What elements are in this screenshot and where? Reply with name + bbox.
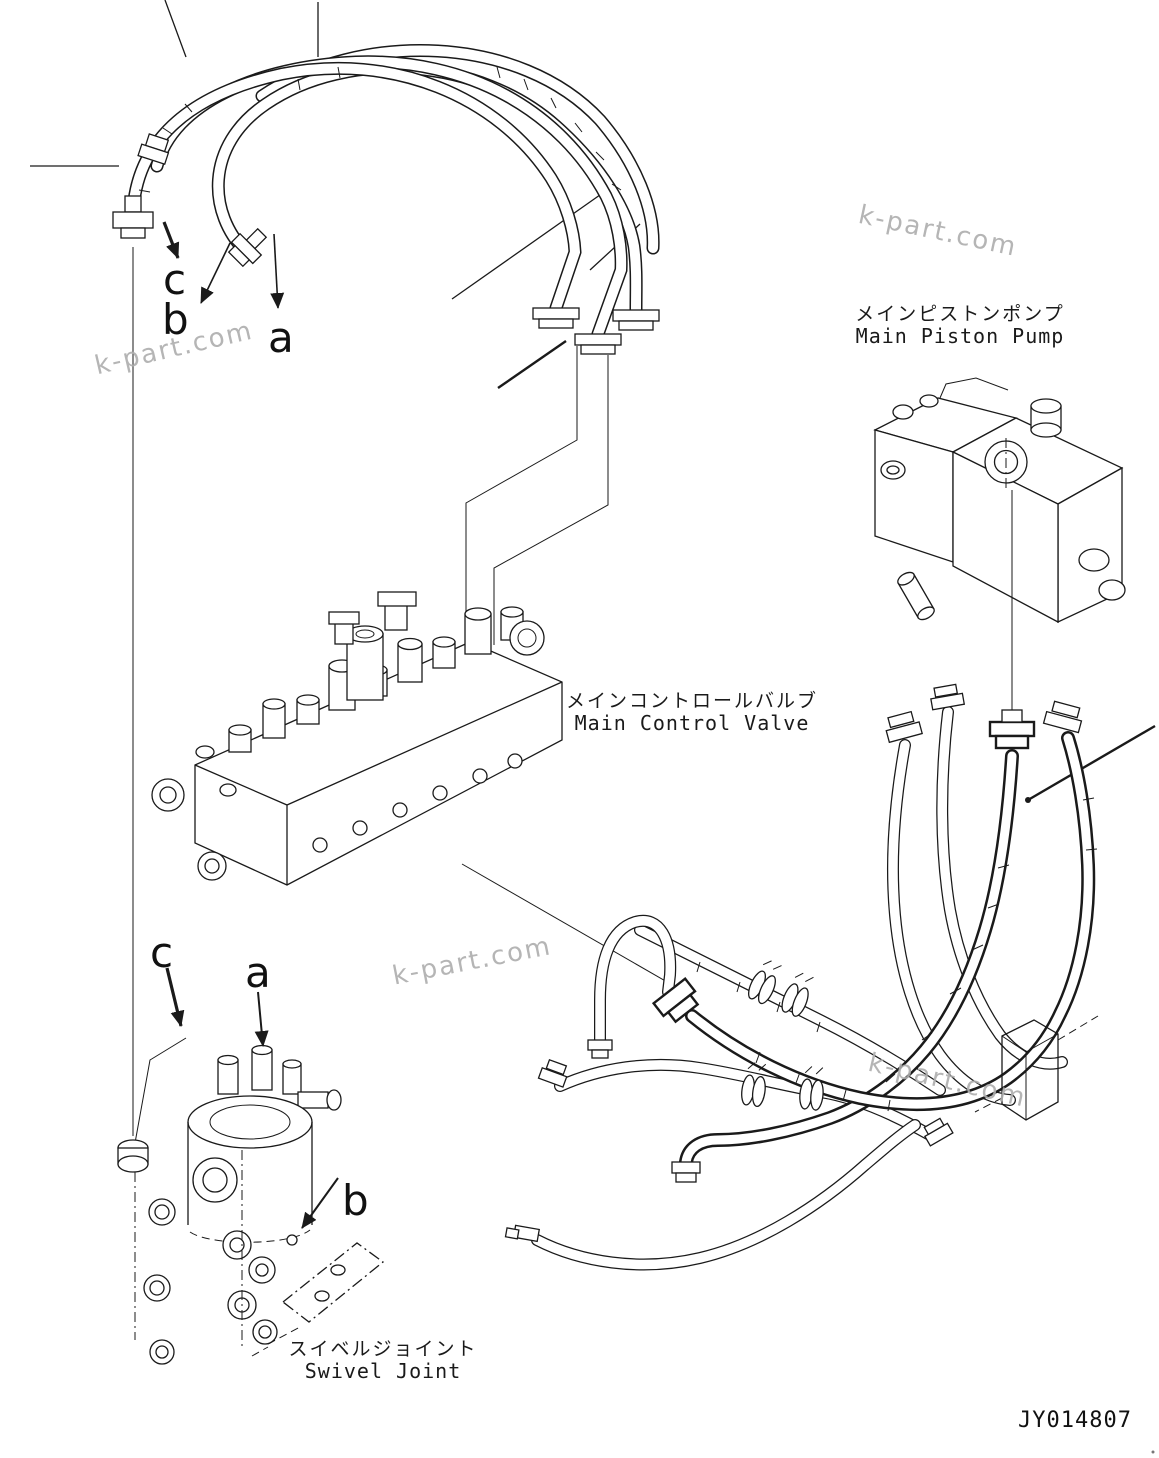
callout-bottom-b: b <box>342 1176 369 1225</box>
callout-top-a: a <box>268 313 294 362</box>
main-control-valve-label-en: Main Control Valve <box>574 711 810 736</box>
main-control-valve-drawing <box>151 591 563 886</box>
drawing-number: JY014807 <box>1018 1408 1132 1433</box>
leader-line-right <box>1025 724 1156 803</box>
hose-fitting <box>227 227 268 268</box>
swivel-elbow <box>297 1091 329 1109</box>
swivel-mounting-plate <box>281 1242 385 1323</box>
valve-ports <box>195 745 523 853</box>
callout-top-b: b <box>162 295 189 344</box>
callout-top-c: c <box>163 255 187 304</box>
swivel-joint-label-jp: スイベルジョイント <box>288 1338 478 1360</box>
hose-fitting <box>112 195 154 239</box>
main-piston-pump-drawing <box>873 377 1126 624</box>
swivel-joint-label-en: Swivel Joint <box>304 1359 462 1384</box>
hose-clamp <box>747 960 782 1005</box>
hose-fitting <box>537 1058 568 1088</box>
callout-arrows <box>162 221 339 1229</box>
hose-fitting <box>923 1117 954 1147</box>
lower-hose-bundle <box>504 683 1099 1271</box>
top-hose-bundle <box>112 44 660 355</box>
main-control-valve-label: メインコントロールバルブ Main Control Valve <box>562 690 822 736</box>
hose-clamp <box>781 972 814 1017</box>
page-corner-dot <box>1151 1450 1155 1454</box>
hose-fitting-bold <box>651 976 700 1024</box>
callout-bottom-c: c <box>150 928 174 977</box>
hose-fitting <box>671 1161 701 1183</box>
leader-line <box>461 863 689 995</box>
main-piston-pump-label-jp: メインピストンポンプ <box>855 303 1065 325</box>
valve-flange <box>509 620 545 656</box>
valve-lifting-eyes <box>151 778 227 881</box>
callout-bottom-a: a <box>245 948 271 997</box>
main-piston-pump-label: メインピストンポンプ Main Piston Pump <box>830 303 1090 349</box>
hose-fitting-bold <box>988 709 1036 750</box>
connector-lines <box>465 346 609 650</box>
hose-clamp <box>741 1062 767 1108</box>
hose-fitting <box>930 683 966 711</box>
hose-hatching <box>696 797 1098 1112</box>
hose-fitting <box>137 133 170 166</box>
hose-fitting <box>587 1039 613 1059</box>
hose-fitting <box>504 1224 541 1243</box>
hose-clamp <box>799 1066 824 1111</box>
main-piston-pump-label-en: Main Piston Pump <box>855 324 1065 349</box>
valve-elbow-fitting <box>328 591 417 645</box>
hose-hatching <box>138 66 622 193</box>
main-control-valve-label-jp: メインコントロールバルブ <box>565 690 818 712</box>
swivel-left-port <box>117 1139 149 1173</box>
hose-elbow-fitting <box>532 307 660 355</box>
hose-fitting <box>1042 700 1083 734</box>
hose-fitting <box>885 710 923 744</box>
swivel-joint-label: スイベルジョイント Swivel Joint <box>283 1338 483 1384</box>
swivel-joint-drawing <box>117 1037 385 1365</box>
valve-caps <box>228 606 524 753</box>
hose-clamp-block <box>974 1015 1099 1121</box>
